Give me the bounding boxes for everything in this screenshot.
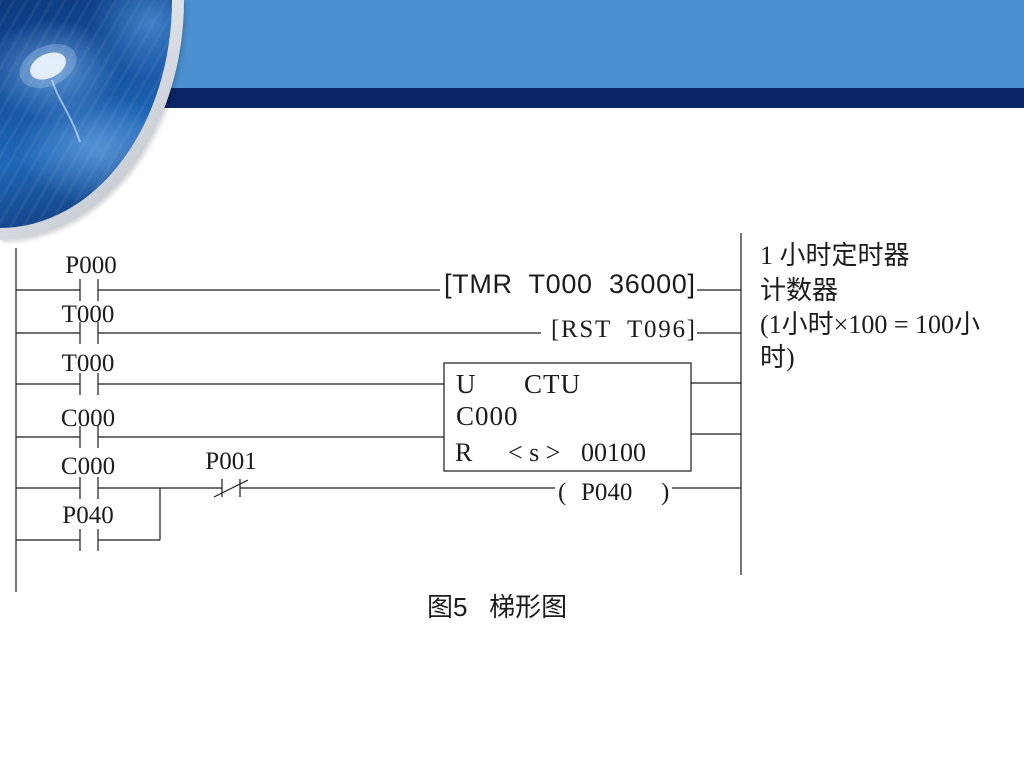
rung-5: C000 P001 ( P040 ) bbox=[16, 448, 741, 506]
coil-label: P040 bbox=[581, 479, 632, 506]
coil-open-paren: ( bbox=[558, 479, 566, 506]
rung-1: P000 [TMR T000 36000] bbox=[16, 252, 741, 301]
counter-reset-input-label: R bbox=[455, 438, 473, 467]
reset-instruction: [RST T096] bbox=[551, 316, 695, 343]
timer-instruction: [TMR T000 36000] bbox=[444, 269, 695, 299]
contact-label: P040 bbox=[62, 502, 113, 529]
rung-2: T000 [RST T096] bbox=[16, 301, 741, 344]
corner-photo-frame bbox=[0, 0, 184, 240]
rung-4: C000 bbox=[16, 405, 444, 448]
counter-block: U CTU C000 R < s > 00100 bbox=[443, 362, 741, 472]
contact-label: T000 bbox=[62, 350, 115, 377]
counter-type-label: CTU bbox=[524, 369, 581, 399]
counter-preset-marker: < s > bbox=[508, 438, 560, 467]
annotation: 1 小时定时器 计数器 (1小时×100 = 100小 时) bbox=[760, 241, 980, 372]
annotation-line: 1 小时定时器 bbox=[760, 241, 910, 270]
computer-mouse-illustration bbox=[19, 43, 81, 143]
header-accent-bar bbox=[0, 88, 1024, 108]
counter-preset-value: 00100 bbox=[581, 438, 646, 467]
figure-caption: 图5 梯形图 bbox=[427, 592, 567, 622]
counter-box bbox=[443, 362, 692, 472]
contact-label: P000 bbox=[65, 252, 116, 279]
contact-label: C000 bbox=[61, 453, 115, 480]
counter-up-input-label: U bbox=[456, 369, 477, 399]
contact-label: C000 bbox=[61, 405, 115, 432]
counter-name-label: C000 bbox=[456, 401, 519, 431]
rung-6-branch: P040 bbox=[16, 488, 161, 551]
coil-close-paren: ) bbox=[661, 479, 669, 506]
corner-photo bbox=[0, 0, 172, 228]
annotation-line: (1小时×100 = 100小 bbox=[760, 310, 980, 339]
nc-contact-slash bbox=[213, 479, 249, 498]
contact-label: T000 bbox=[62, 301, 115, 328]
nc-contact-label: P001 bbox=[205, 448, 256, 475]
annotation-line: 时) bbox=[760, 343, 795, 372]
annotation-line: 计数器 bbox=[760, 276, 838, 305]
rung-3: T000 bbox=[16, 350, 444, 395]
